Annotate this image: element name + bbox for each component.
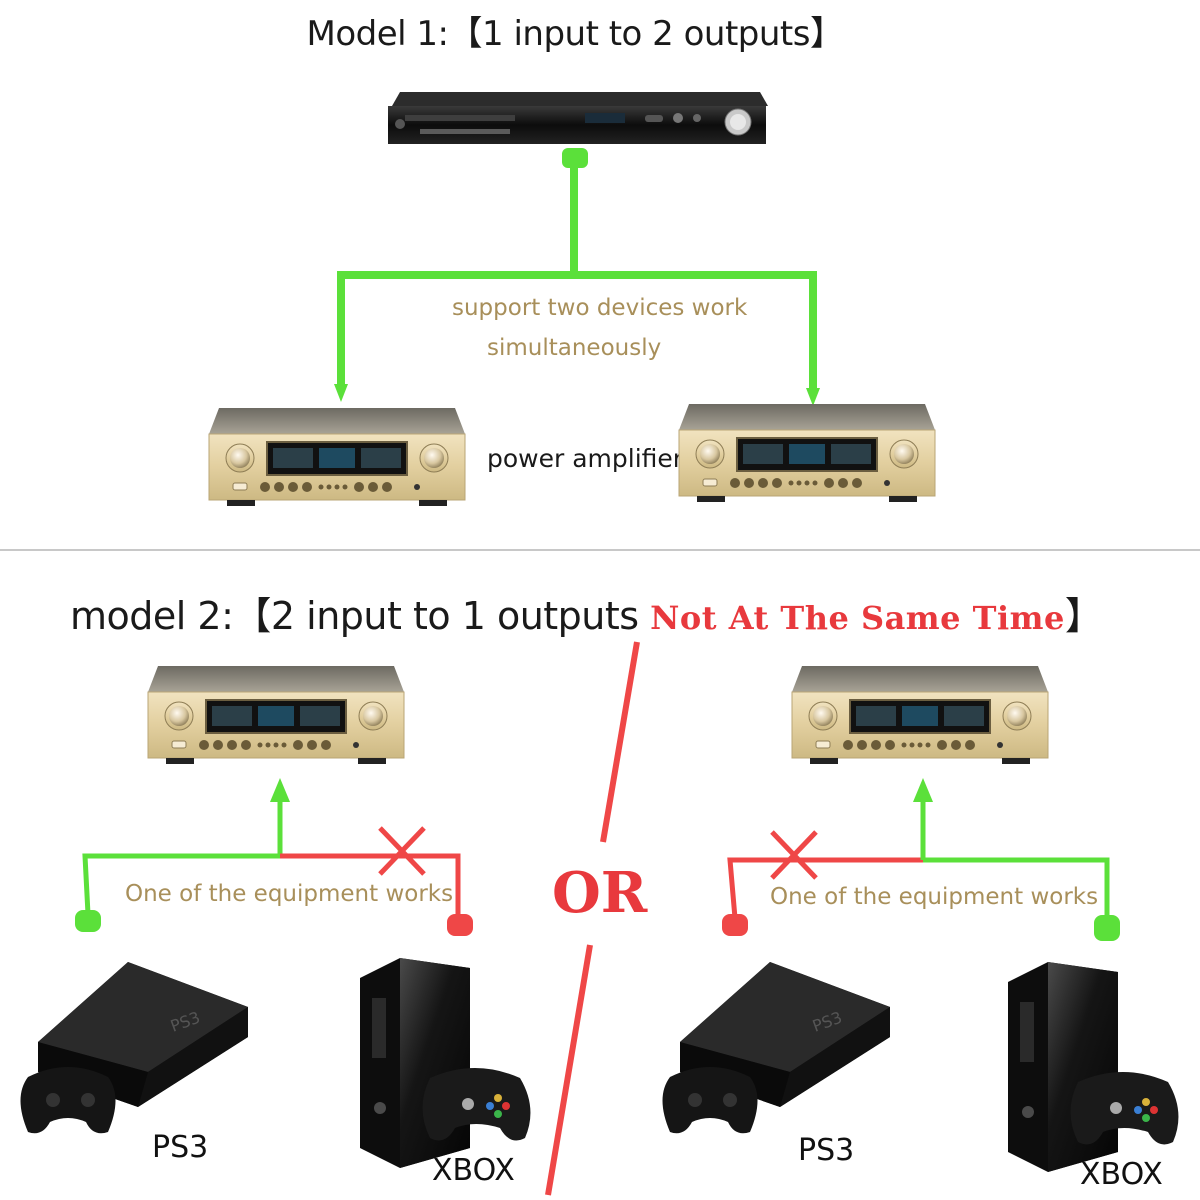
model2-title: model 2:【2 input to 1 outputs Not At The…: [70, 585, 1103, 640]
dvd-player: [388, 92, 768, 144]
left-note: One of the equipment works: [125, 881, 454, 907]
left-ps3-plug: [75, 910, 101, 932]
right-xbox-label: XBOX: [1080, 1157, 1163, 1192]
or-separator: [545, 641, 640, 1196]
model1-note-line2: simultaneously: [487, 335, 662, 361]
model1-right-amplifier: [678, 403, 936, 503]
model2-left-amplifier: [147, 665, 405, 765]
left-blocked-x-icon: [378, 826, 426, 876]
model2-right-connections: [727, 800, 1110, 919]
model2-left-connections: [82, 800, 461, 918]
model2-title-main: model 2:【2 input to 1 outputs: [70, 594, 651, 638]
right-xbox-plug: [1094, 915, 1120, 941]
model1-connections: [337, 148, 817, 390]
model1-right-arrow-icon: [806, 388, 820, 406]
right-ps3-console: [662, 962, 890, 1134]
right-ps3-plug: [722, 914, 748, 936]
left-xbox-console: [360, 958, 531, 1168]
model1-title: Model 1:【1 input to 2 outputs】: [306, 14, 844, 54]
model2-right-arrow-icon: [913, 778, 933, 802]
model2-warning: Not At The Same Time: [650, 599, 1065, 637]
model2-left-arrow-icon: [270, 778, 290, 802]
model1-input-plug: [562, 148, 588, 168]
model1-left-amplifier: [208, 407, 466, 507]
model1-note-line1: support two devices work: [452, 295, 748, 321]
right-note: One of the equipment works: [770, 884, 1099, 910]
right-blocked-x-icon: [770, 830, 818, 880]
model2-right-amplifier: [791, 665, 1049, 765]
left-ps3-console: [20, 962, 248, 1134]
model2-title-end: 】: [1064, 594, 1103, 638]
left-ps3-label: PS3: [152, 1130, 209, 1165]
left-xbox-label: XBOX: [432, 1153, 515, 1188]
left-xbox-plug: [447, 914, 473, 936]
right-ps3-label: PS3: [798, 1133, 855, 1168]
amp-label: power amplifier: [487, 444, 684, 473]
or-label: OR: [552, 860, 648, 926]
section-divider: [0, 549, 1200, 551]
model1-left-arrow-icon: [334, 384, 348, 402]
right-xbox-console: [1008, 962, 1179, 1172]
